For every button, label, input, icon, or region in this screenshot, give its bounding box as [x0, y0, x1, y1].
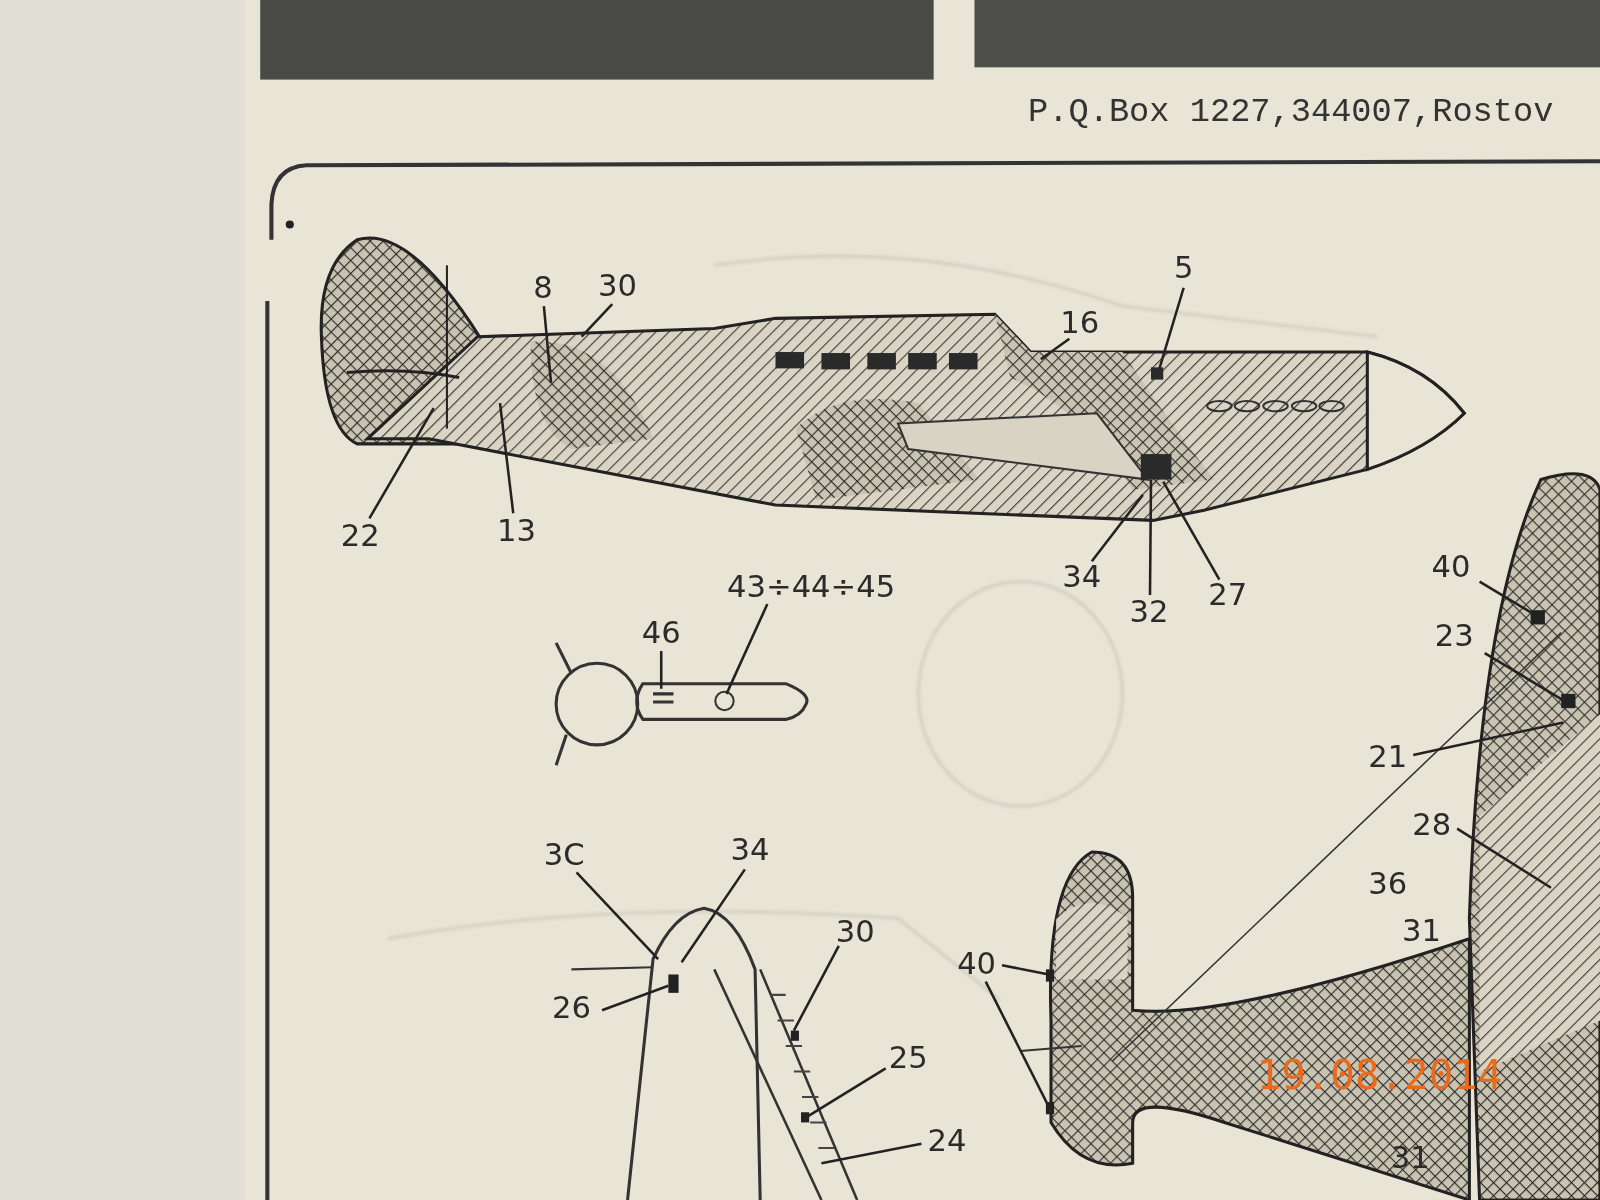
callout-number: 27 [1208, 580, 1247, 611]
callout-number: 5 [1174, 252, 1193, 283]
callout-number: 21 [1368, 742, 1407, 773]
callout-number: 31 [1402, 915, 1441, 946]
callout-number: 32 [1130, 597, 1169, 628]
callout-number: 34 [731, 835, 770, 866]
callout-number: 43÷44÷45 [727, 571, 895, 602]
address-text: P.Q.Box 1227,344007,Rostov [1028, 95, 1553, 129]
callout-number: 31 [1391, 1143, 1430, 1174]
date-stamp: 19.08.2014 [1257, 1054, 1503, 1095]
callout-number: 36 [1368, 868, 1407, 899]
callout-number: 25 [889, 1043, 928, 1074]
callout-number: 8 [533, 272, 552, 303]
callout-number: 40 [1432, 551, 1471, 582]
callout-number: 30 [836, 916, 875, 947]
callout-number: 34 [1062, 561, 1101, 592]
callout-number: 22 [341, 520, 380, 551]
callout-number: 28 [1412, 809, 1451, 840]
callout-number: 46 [642, 617, 681, 648]
callout-number: 30 [598, 270, 637, 301]
callout-number: 13 [497, 515, 536, 546]
callout-number: 24 [928, 1126, 967, 1157]
callout-number: 3C [544, 840, 585, 871]
callout-number: 26 [552, 993, 591, 1024]
callout-number: 23 [1435, 620, 1474, 651]
callout-number: 16 [1060, 307, 1099, 338]
callout-number: 40 [957, 949, 996, 980]
